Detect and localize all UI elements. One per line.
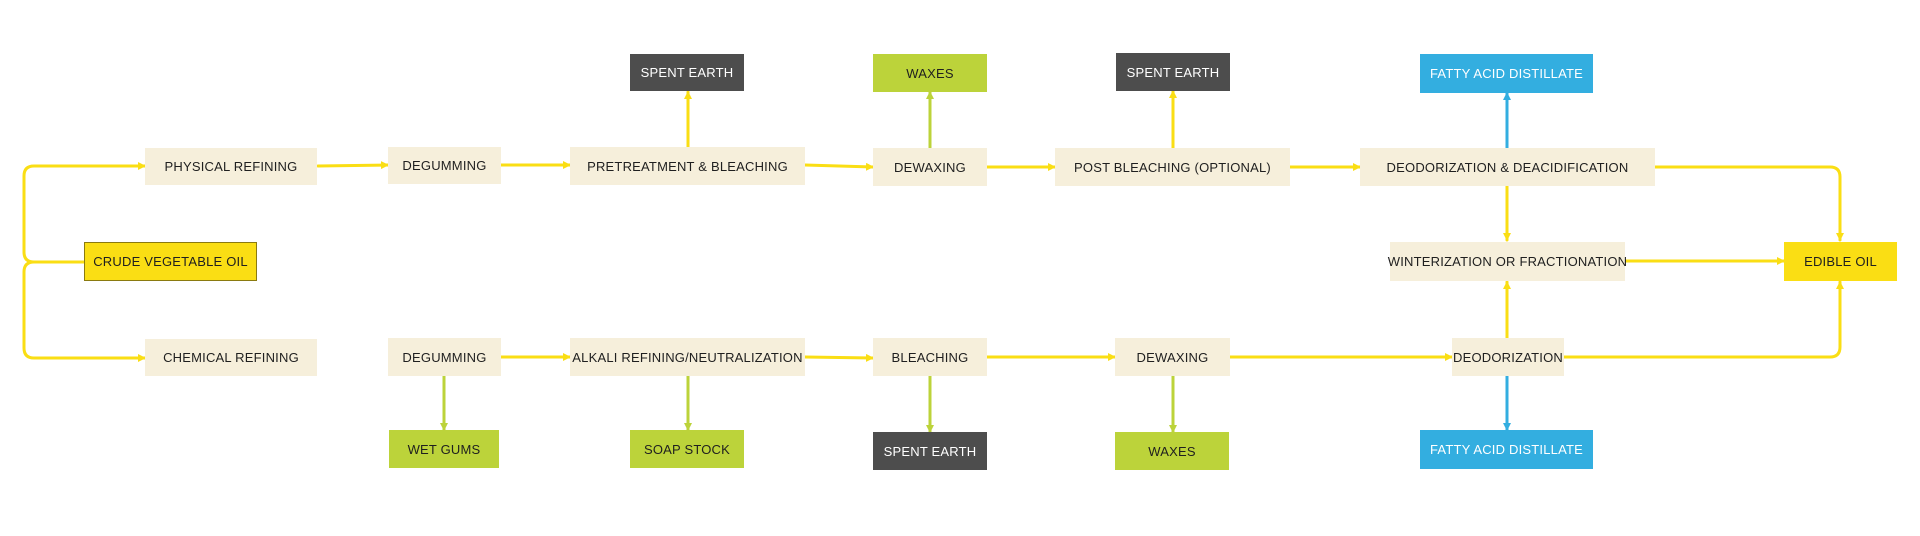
node-physical-refining: PHYSICAL REFINING (145, 148, 317, 185)
node-post-bleaching: POST BLEACHING (OPTIONAL) (1055, 148, 1290, 186)
connector-deacid-to-edible (1653, 165, 1844, 242)
node-waxes-top: WAXES (873, 54, 987, 92)
node-alkali-refining: ALKALI REFINING/NEUTRALIZATION (570, 338, 805, 376)
node-pretreatment-bleaching: PRETREATMENT & BLEACHING (570, 147, 805, 185)
node-bottom-degumming: DEGUMMING (388, 338, 501, 376)
node-deodorization: DEODORIZATION (1452, 338, 1564, 376)
node-edible-oil: EDIBLE OIL (1784, 242, 1897, 281)
connector-crude-to-chemical (22, 260, 147, 362)
node-top-dewaxing: DEWAXING (873, 148, 987, 186)
node-waxes-bottom: WAXES (1115, 432, 1229, 470)
connector-physical-to-degumming (316, 161, 390, 170)
node-soap-stock: SOAP STOCK (630, 430, 744, 468)
node-deodorization-deacidification: DEODORIZATION & DEACIDIFICATION (1360, 148, 1655, 186)
node-wet-gums: WET GUMS (389, 430, 499, 468)
connector-alkali-to-bleaching (803, 353, 875, 362)
connector-pretreatment-to-dewaxing (803, 162, 875, 171)
node-crude-vegetable-oil: CRUDE VEGETABLE OIL (84, 242, 257, 281)
node-winterization: WINTERIZATION OR FRACTIONATION (1388, 242, 1627, 281)
node-spent-earth-bottom: SPENT EARTH (873, 432, 987, 470)
node-top-degumming: DEGUMMING (388, 147, 501, 184)
node-bottom-dewaxing: DEWAXING (1115, 338, 1230, 376)
node-fatty-acid-distillate-bottom: FATTY ACID DISTILLATE (1420, 430, 1593, 469)
node-chemical-refining: CHEMICAL REFINING (145, 339, 317, 376)
node-spent-earth-top-2: SPENT EARTH (1116, 53, 1230, 91)
node-bottom-bleaching: BLEACHING (873, 338, 987, 376)
node-spent-earth-top-1: SPENT EARTH (630, 54, 744, 91)
node-fatty-acid-distillate-top: FATTY ACID DISTILLATE (1420, 54, 1593, 93)
connector-deodorization-to-edible (1562, 280, 1844, 359)
